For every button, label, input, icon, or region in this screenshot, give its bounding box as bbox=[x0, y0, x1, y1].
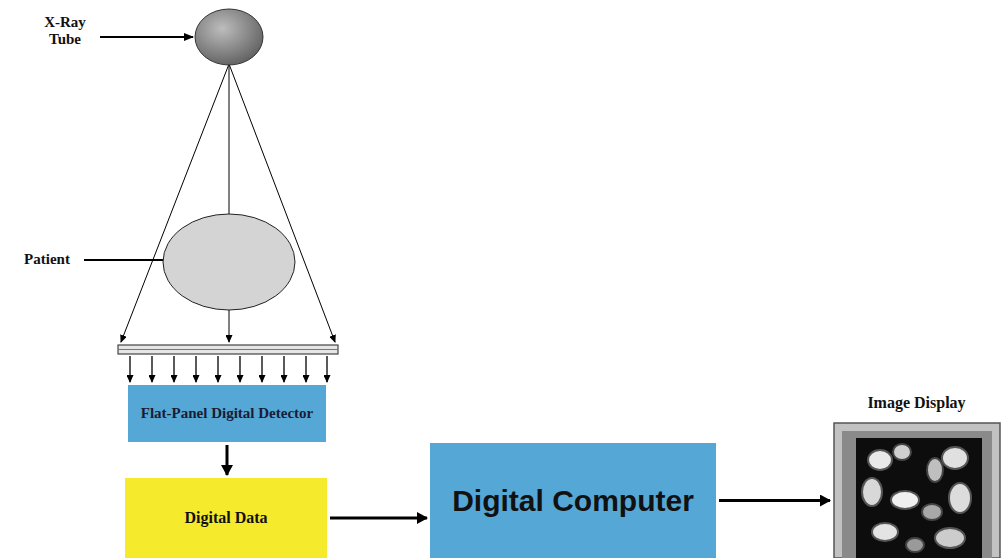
detector-plate bbox=[118, 345, 338, 354]
box-label: Digital Computer bbox=[452, 484, 694, 517]
callout-label: X-Ray Tube bbox=[32, 14, 98, 49]
data-box: Digital Data bbox=[125, 478, 327, 558]
monitor-bezel bbox=[842, 431, 992, 558]
callout-label: Patient bbox=[10, 251, 84, 268]
computer-box: Digital Computer bbox=[430, 443, 716, 558]
xray-beam bbox=[229, 64, 230, 214]
detector-box: Flat-Panel Digital Detector bbox=[128, 385, 326, 442]
display-node: Image Display bbox=[833, 394, 1000, 558]
xray-image-detail bbox=[862, 444, 971, 552]
flow-arrow bbox=[226, 445, 229, 475]
detector-plate-line bbox=[118, 349, 338, 350]
box-label: Flat-Panel Digital Detector bbox=[141, 405, 313, 422]
detector-arrows bbox=[130, 356, 327, 382]
patient-body bbox=[163, 214, 295, 310]
xray-tube bbox=[195, 9, 263, 65]
display-heading: Image Display bbox=[833, 394, 1000, 412]
box-label: Digital Data bbox=[184, 509, 267, 527]
monitor-frame bbox=[834, 423, 1000, 558]
flow-arrow bbox=[330, 517, 427, 520]
xray-image bbox=[856, 438, 982, 558]
flow-arrow bbox=[719, 499, 830, 502]
xray-beam bbox=[229, 310, 230, 342]
leader-arrow bbox=[100, 36, 193, 38]
